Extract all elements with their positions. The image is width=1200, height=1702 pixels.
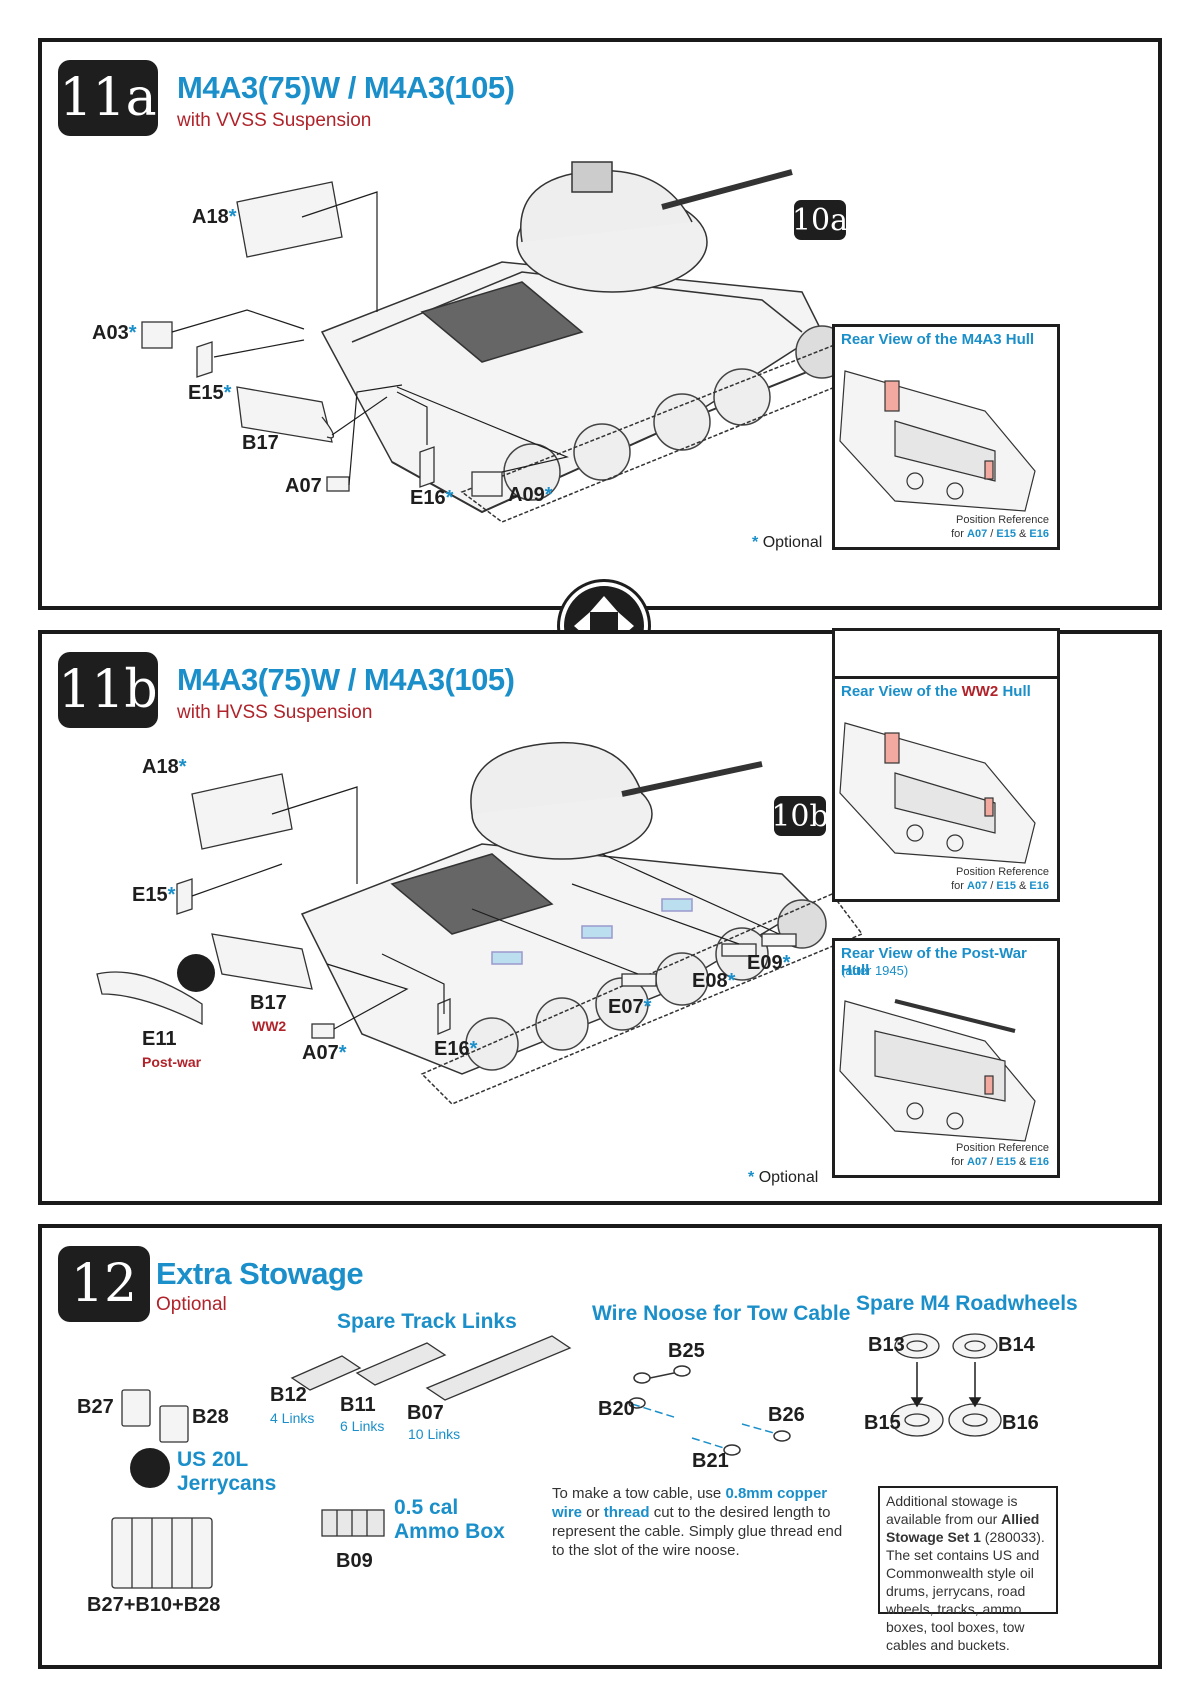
part-label-b09: B09 — [336, 1550, 373, 1572]
step-11a-panel: 11a M4A3(75)W / M4A3(105) with VVSS Susp… — [38, 38, 1162, 610]
part-label-b25: B25 — [668, 1340, 705, 1362]
position-reference: Position Reference for A07 / E15 & E16 — [951, 514, 1049, 540]
optional-note: * Optional — [752, 534, 823, 551]
track-links-heading: Spare Track Links — [337, 1310, 517, 1333]
part-label-a09: A09* — [508, 484, 553, 506]
tank-vvss-drawing — [141, 161, 874, 523]
part-label-a03: A03* — [92, 322, 137, 344]
jerrycan-drawings — [111, 1389, 213, 1589]
position-reference: Position Reference for A07 / E15 & E16 — [951, 866, 1049, 892]
b07-note: 10 Links — [408, 1426, 461, 1442]
part-label-b26: B26 — [768, 1404, 805, 1426]
part-label-b21: B21 — [692, 1450, 729, 1472]
part-label-e09: E09* — [747, 952, 791, 974]
step-title: Extra Stowage — [156, 1256, 364, 1291]
part-label-e07: E07* — [608, 996, 652, 1018]
inset-title: Rear View of the WW2 Hull — [841, 683, 1031, 700]
ammo-box-drawing — [321, 1509, 385, 1537]
step-12-panel: 12 Extra Stowage Optional B27 B28 US 20L… — [38, 1224, 1162, 1669]
step-subtitle: with HVSS Suspension — [177, 702, 373, 723]
inset-title: Rear View of the Post-War Hull — [841, 945, 1027, 979]
part-label-b20: B20 — [598, 1398, 635, 1420]
part-label-b17: B17 — [250, 992, 287, 1014]
part-label-b12: B12 — [270, 1384, 307, 1406]
rear-hull-postwar-sketch — [839, 999, 1036, 1142]
noose-heading: Wire Noose for Tow Cable — [592, 1302, 851, 1325]
step-number: 11a — [58, 60, 158, 136]
step-reference: 10b — [771, 796, 829, 836]
b12-note: 4 Links — [270, 1410, 315, 1426]
roadwheel-drawings — [890, 1333, 1002, 1437]
e11-note: Post-war — [142, 1054, 202, 1070]
part-label-e08: E08* — [692, 970, 736, 992]
part-label-b07: B07 — [407, 1402, 444, 1424]
stowage-set-note: Additional stowage is available from our… — [878, 1486, 1058, 1653]
step-number: 12 — [58, 1246, 150, 1322]
step-title: M4A3(75)W / M4A3(105) — [177, 70, 515, 105]
part-label-e15: E15* — [188, 382, 232, 404]
wire-noose-drawing — [628, 1365, 791, 1456]
step-subtitle: with VVSS Suspension — [177, 110, 372, 131]
part-label-b17: B17 — [242, 432, 279, 454]
part-label-a07: A07 — [285, 475, 322, 497]
part-label-b27: B27 — [77, 1396, 114, 1418]
step-subtitle: Optional — [156, 1294, 227, 1315]
part-label-a07: A07* — [302, 1042, 347, 1064]
inset-subtitle: (after 1945) — [841, 963, 909, 978]
b17-note: WW2 — [252, 1018, 287, 1034]
part-label-e16: E16* — [434, 1038, 478, 1060]
step-reference: 10a — [792, 200, 848, 240]
part-label-b15: B15 — [864, 1412, 901, 1434]
track-links-drawing — [290, 1335, 572, 1401]
rotate-icon — [177, 954, 215, 992]
rear-view-postwar-inset: Rear View of the Post-War Hull (after 19… — [832, 938, 1060, 1178]
rear-view-inset: Rear View of the M4A3 Hull Position Refe… — [832, 324, 1060, 550]
inset-title: Rear View of the M4A3 Hull — [841, 331, 1035, 348]
part-label-jerrycan-combo: B27+B10+B28 — [87, 1594, 221, 1616]
part-label-e15: E15* — [132, 884, 176, 906]
part-label-b14: B14 — [998, 1334, 1035, 1356]
optional-note: * Optional — [748, 1169, 819, 1186]
tank-hvss-drawing — [96, 741, 864, 1105]
part-label-b28: B28 — [192, 1406, 229, 1428]
part-label-b11: B11 — [340, 1394, 376, 1416]
step-number: 11b — [58, 652, 158, 728]
rear-hull-sketch — [839, 370, 1036, 512]
position-reference: Position Reference for A07 / E15 & E16 — [951, 1142, 1049, 1168]
part-label-a18: A18* — [142, 756, 187, 778]
rear-hull-ww2-sketch — [839, 722, 1036, 864]
step-title: M4A3(75)W / M4A3(105) — [177, 662, 515, 697]
tow-cable-instructions: To make a tow cable, use 0.8mm copper wi… — [552, 1485, 843, 1559]
b11-note: 6 Links — [340, 1418, 385, 1434]
part-label-a18: A18* — [192, 206, 237, 228]
roadwheels-heading: Spare M4 Roadwheels — [856, 1292, 1078, 1315]
part-label-e16: E16* — [410, 487, 454, 509]
part-label-e11: E11 — [142, 1028, 177, 1050]
rear-view-ww2-inset: Rear View of the WW2 Hull Position Refer… — [832, 676, 1060, 902]
part-label-b13: B13 — [868, 1334, 905, 1356]
part-label-b16: B16 — [1002, 1412, 1039, 1434]
